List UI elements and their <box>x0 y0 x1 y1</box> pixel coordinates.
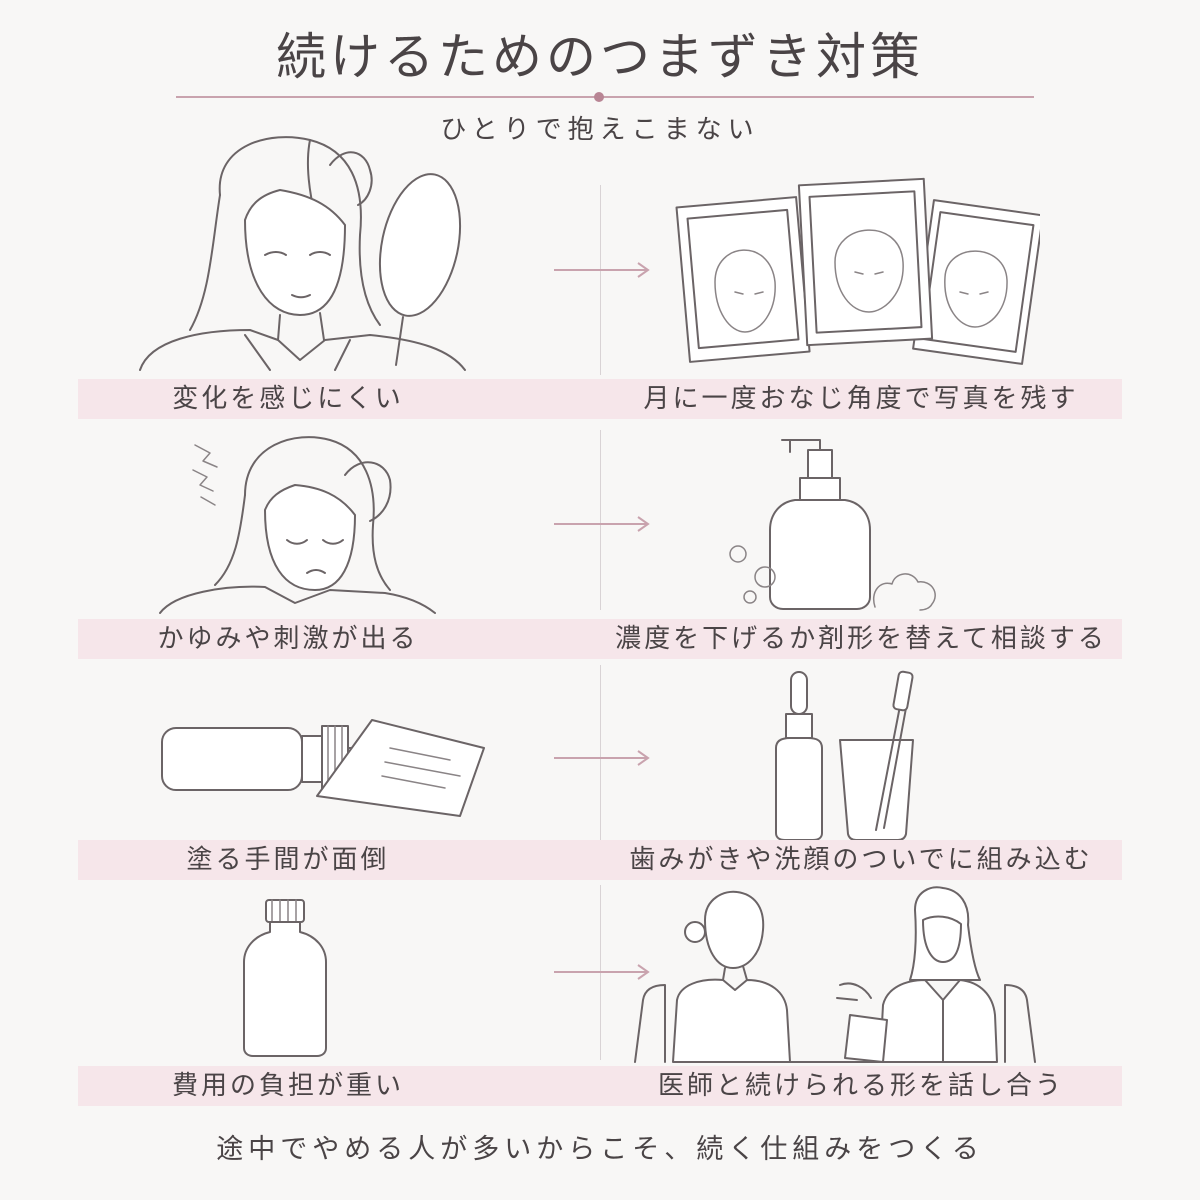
problem-label: 変化を感じにくい <box>172 384 404 414</box>
solution-label: 歯みがきや洗顔のついでに組み込む <box>629 845 1093 875</box>
row-band <box>78 1066 1122 1106</box>
dropper-toothbrush-icon <box>768 668 928 843</box>
arrow-right-icon <box>554 964 650 980</box>
dropper-bottle-paper-icon <box>160 708 500 818</box>
itchy-scalp-icon <box>155 425 445 615</box>
arrow-right-icon <box>554 516 650 532</box>
problem-label: 塗る手間が面倒 <box>186 845 390 875</box>
row-band <box>78 619 1122 659</box>
solution-label: 月に一度おなじ角度で写真を残す <box>643 384 1079 414</box>
solution-label: 医師と続けられる形を話し合う <box>657 1071 1064 1101</box>
row-band <box>78 840 1122 880</box>
pump-bottle-icon <box>720 432 945 612</box>
footer-message: 途中でやめる人が多いからこそ、続く仕組みをつくる <box>216 1134 984 1165</box>
column-divider <box>600 665 601 840</box>
photo-set-icon <box>675 172 1040 372</box>
arrow-right-icon <box>554 750 650 766</box>
page-subtitle: ひとりで抱えこまない <box>440 115 760 145</box>
column-divider <box>600 430 601 610</box>
title-divider-dot <box>594 92 604 102</box>
woman-mirror-icon <box>120 125 480 375</box>
arrow-right-icon <box>554 262 650 278</box>
row-band <box>78 379 1122 419</box>
title-divider <box>176 96 1034 98</box>
bottle-icon <box>240 898 330 1058</box>
doctor-consultation-icon <box>625 880 1045 1065</box>
solution-label: 濃度を下げるか剤形を替えて相談する <box>615 624 1107 654</box>
problem-label: かゆみや刺激が出る <box>157 624 419 654</box>
page-title: 続けるためのつまずき対策 <box>276 28 924 86</box>
problem-label: 費用の負担が重い <box>171 1071 404 1101</box>
column-divider <box>600 185 601 375</box>
